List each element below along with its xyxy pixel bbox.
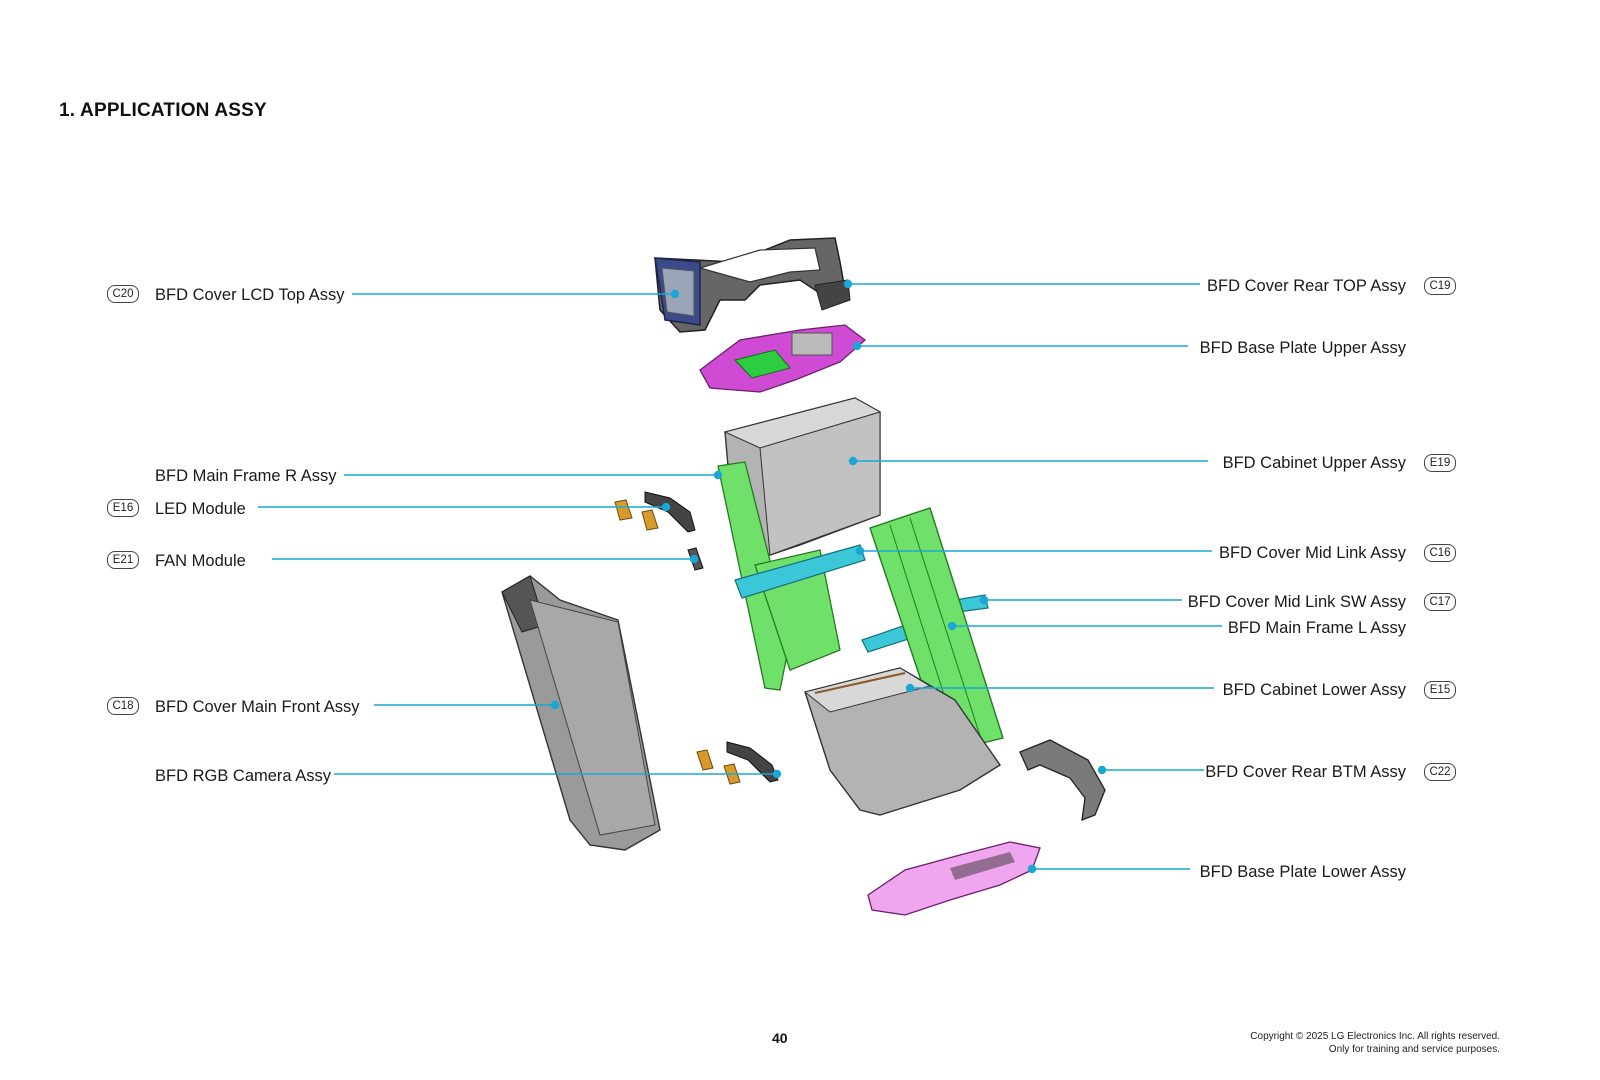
cover-main-front-part [501,575,661,851]
part-label-main-frame-l: BFD Main Frame L Assy [1227,619,1406,637]
part-label-cabinet-lower: BFD Cabinet Lower Assy [1222,681,1406,699]
part-code-badge: C16 [1424,544,1456,562]
part-label-fan-module: FAN Module [155,552,246,570]
base-plate-lower-part [867,841,1041,916]
copyright-line: Copyright © 2025 LG Electronics Inc. All… [1250,1031,1500,1042]
cabinet-lower-part [803,667,1001,816]
page-title: 1. APPLICATION ASSY [59,100,267,121]
part-label-led-module: LED Module [155,500,246,518]
part-label-cover-mid-link-sw: BFD Cover Mid Link SW Assy [1187,593,1406,611]
part-code-badge: E19 [1424,454,1456,472]
part-code-badge: C22 [1424,763,1456,781]
rgb-camera-part [696,741,779,785]
cover-rear-btm-part [1019,739,1106,822]
lcd-top-cover-part [654,237,851,333]
cabinet-upper-part [723,397,882,556]
part-label-cover-rear-top: BFD Cover Rear TOP Assy [1207,277,1406,295]
part-code-badge: C19 [1424,277,1456,295]
page-number: 40 [772,1030,788,1046]
led-module-part [614,491,696,533]
part-label-main-frame-r: BFD Main Frame R Assy [155,467,337,485]
part-label-rgb-camera: BFD RGB Camera Assy [155,767,332,785]
part-code-badge: C17 [1424,593,1456,611]
part-code-badge: E15 [1424,681,1456,699]
part-code-badge: C20 [107,285,139,303]
part-code-badge: C18 [107,697,139,715]
part-label-cover-rear-btm: BFD Cover Rear BTM Assy [1205,763,1406,781]
part-label-cover-lcd-top: BFD Cover LCD Top Assy [155,286,345,304]
base-plate-upper-part [699,324,867,393]
part-label-cover-main-front: BFD Cover Main Front Assy [155,698,360,716]
part-label-base-plate-upper: BFD Base Plate Upper Assy [1199,339,1406,357]
part-code-badge: E16 [107,499,139,517]
copyright-line: Only for training and service purposes. [1328,1044,1500,1055]
copyright-notice: Copyright © 2025 LG Electronics Inc. All… [1250,1030,1500,1056]
part-label-base-plate-lower: BFD Base Plate Lower Assy [1199,863,1406,881]
part-label-cabinet-upper: BFD Cabinet Upper Assy [1222,454,1406,472]
part-code-badge: E21 [107,551,139,569]
part-label-cover-mid-link: BFD Cover Mid Link Assy [1218,544,1406,562]
